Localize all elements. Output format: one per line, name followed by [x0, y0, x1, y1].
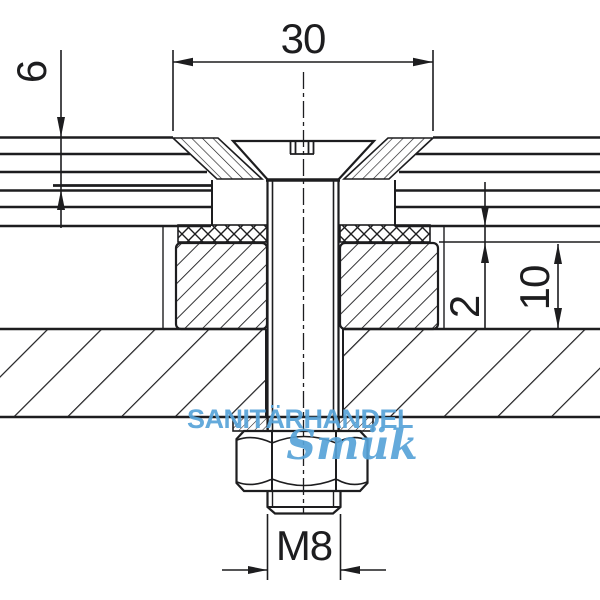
dim-disc-height: 10 — [439, 241, 600, 328]
gasket-ring-left — [177, 224, 268, 243]
glass-panel — [0, 136, 600, 228]
dim-head-width: 30 — [172, 15, 434, 131]
dim-glass-thickness: 6 — [8, 50, 65, 228]
countersink-gasket-right — [341, 137, 436, 180]
watermark: SANITÄRHANDEL Smük — [187, 404, 418, 469]
watermark-script: Smük — [286, 421, 417, 469]
dim-label-10: 10 — [511, 266, 558, 311]
dim-label-6: 6 — [8, 61, 55, 83]
gasket-ring-right — [339, 224, 431, 243]
hex-socket — [289, 141, 315, 155]
wall-section — [0, 327, 600, 419]
dim-gasket-thickness: 2 — [441, 182, 489, 328]
dim-thread: M8 — [222, 514, 386, 580]
thread-shaft — [266, 180, 340, 431]
dim-label-30: 30 — [281, 15, 326, 62]
dim-label-m8: M8 — [276, 522, 332, 569]
watermark-brand: SANITÄRHANDEL — [187, 404, 413, 434]
dim-label-2: 2 — [441, 296, 488, 318]
clamp-disc-left — [174, 241, 269, 331]
countersink-gasket-left — [170, 137, 265, 180]
hex-nut — [235, 429, 369, 493]
clamp-disc-right — [338, 241, 440, 331]
